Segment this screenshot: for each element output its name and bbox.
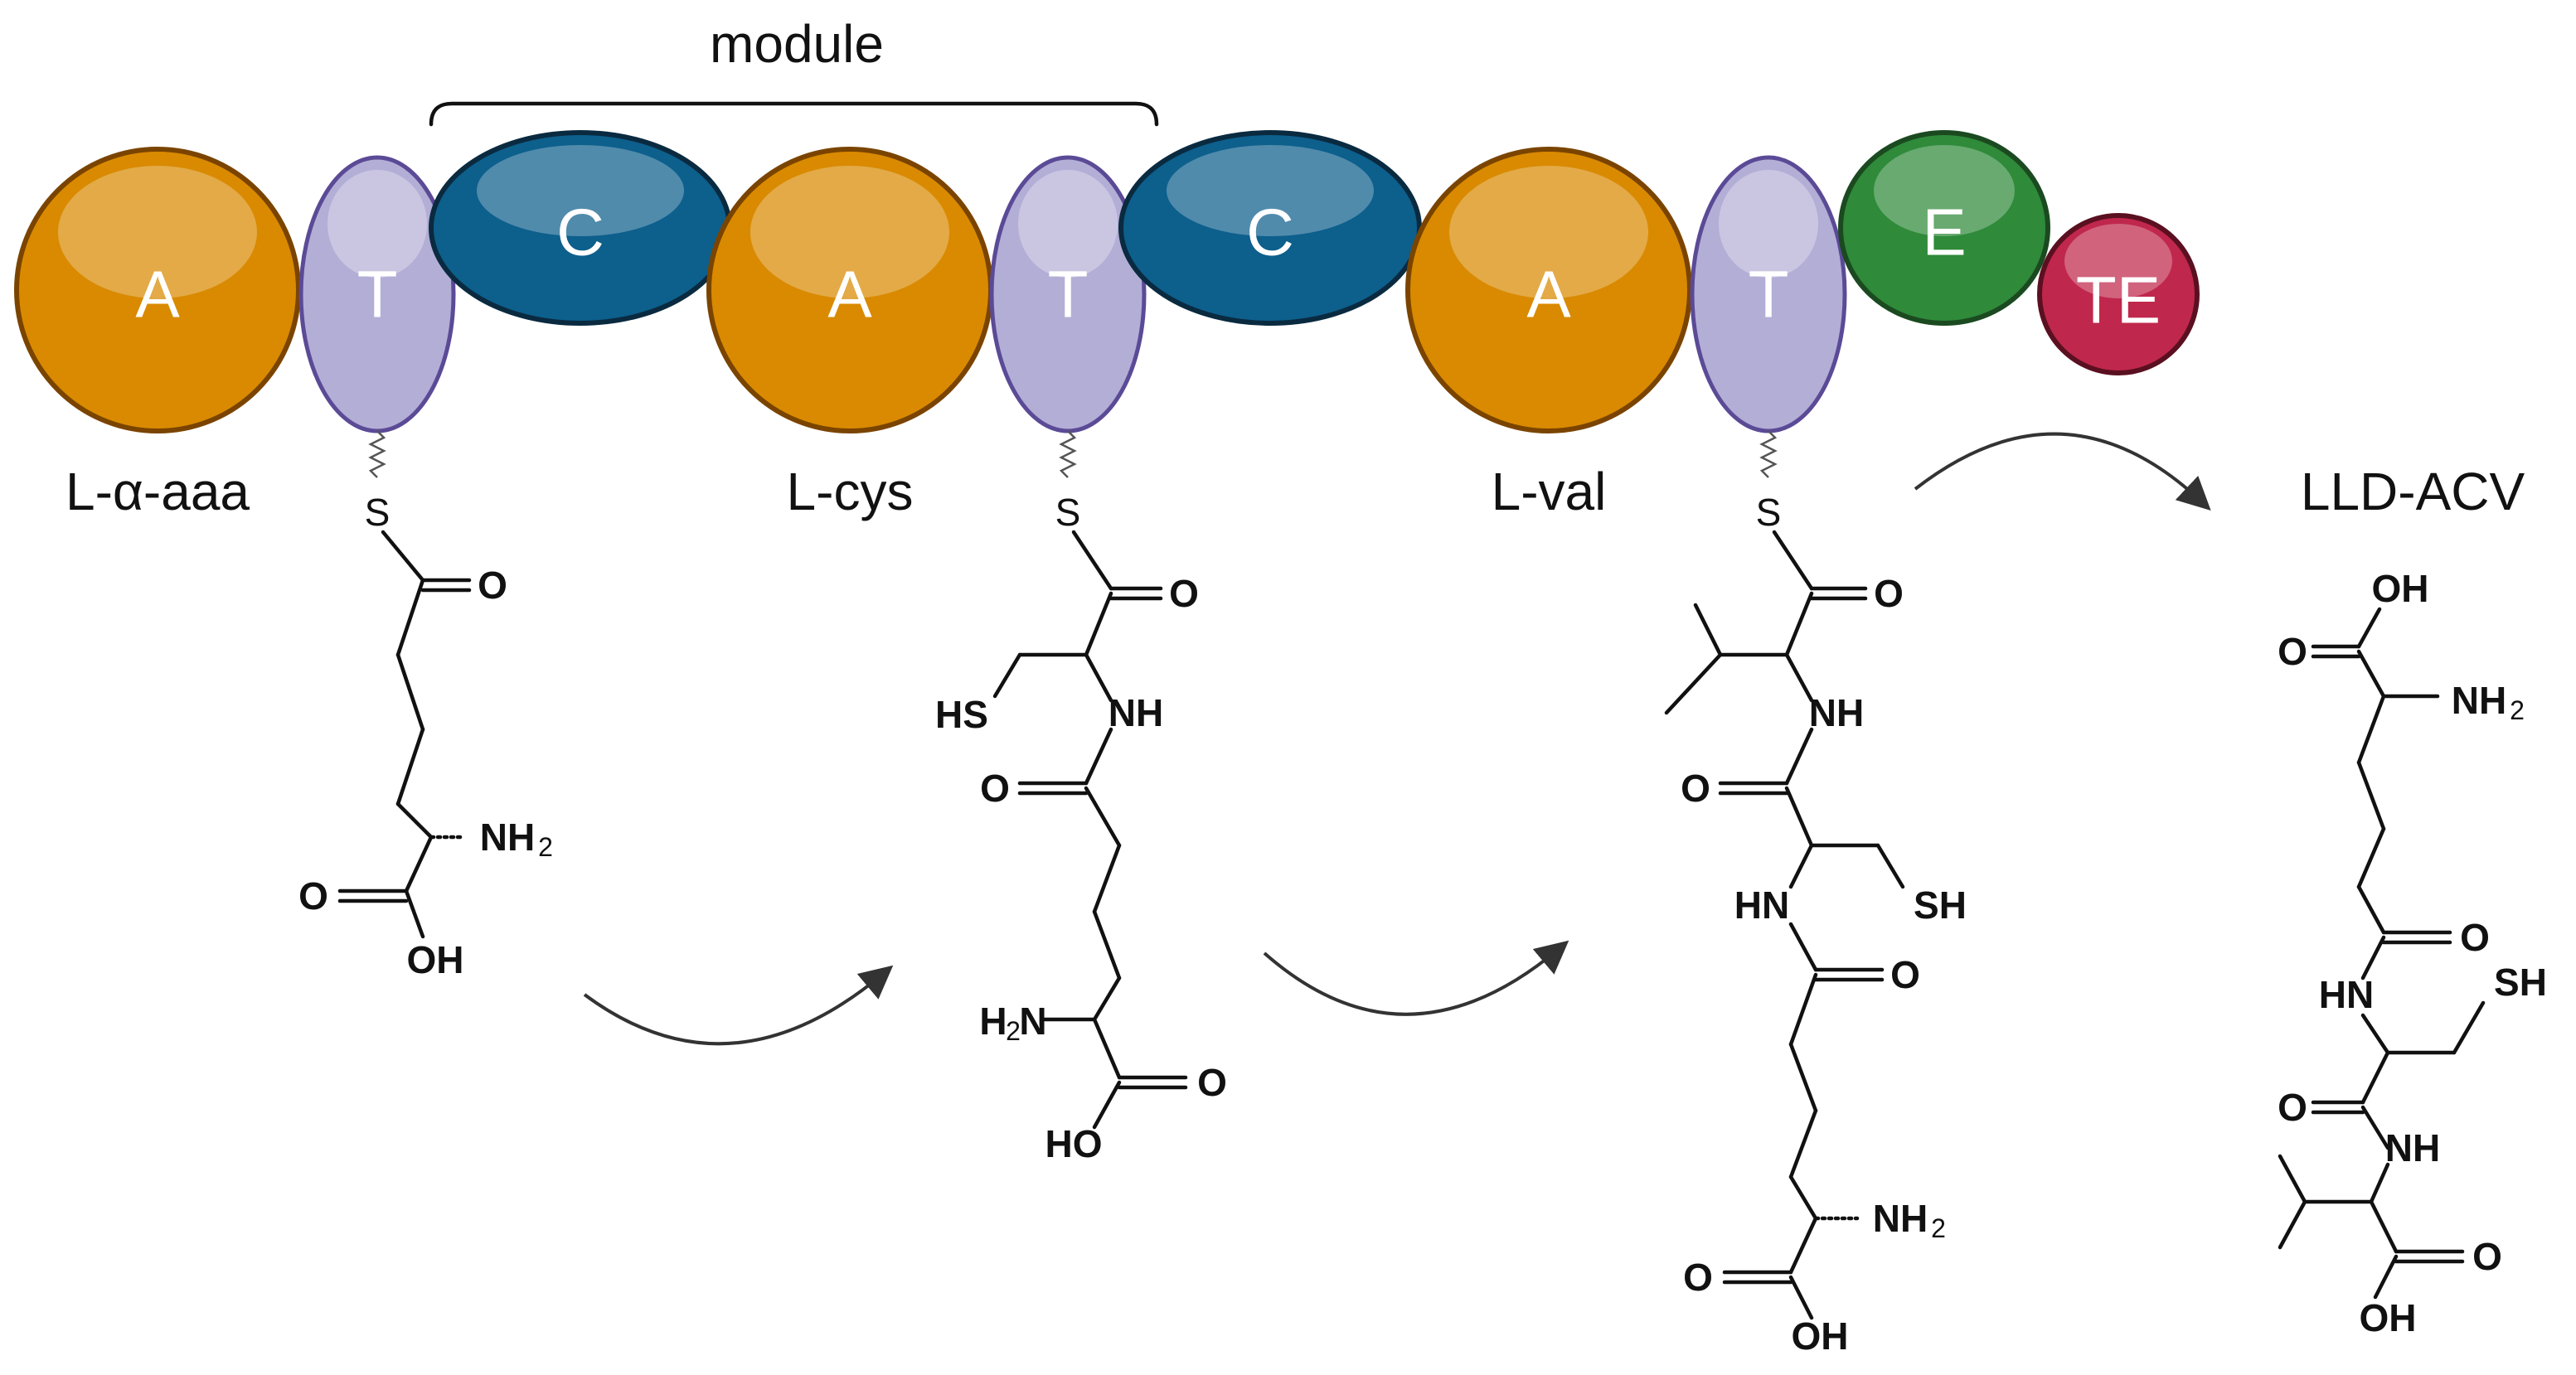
atom-oh: OH xyxy=(407,938,464,981)
substrate-label-aaa: L-α-aaa xyxy=(65,462,250,521)
atom-nh: NH xyxy=(1809,691,1864,734)
domain-adenylation-1: A xyxy=(14,147,301,433)
domain-adenylation-2: A xyxy=(706,147,993,433)
atom-o: O xyxy=(2278,1086,2307,1129)
arrow-step-2 xyxy=(1263,940,1569,1016)
atom-o: O xyxy=(1681,767,1710,810)
domain-label: E xyxy=(1922,196,1966,269)
svg-text:2: 2 xyxy=(1931,1213,1946,1243)
domain-thiolation-2: T xyxy=(989,155,1147,433)
domain-label: T xyxy=(1749,258,1789,332)
atom-nh2: NH xyxy=(2452,679,2506,722)
svg-text:N: N xyxy=(1019,1000,1046,1043)
atom-hs: HS xyxy=(935,693,988,736)
atom-nh: NH xyxy=(2385,1126,2440,1169)
substrate-label-val: L-val xyxy=(1492,462,1607,521)
product-label: LLD-ACV xyxy=(2301,462,2525,521)
structure-val-tripeptide: S O NH O SH HN O NH 2 O O xyxy=(1664,430,1967,1358)
atom-oh: OH xyxy=(2372,567,2429,610)
domain-thioesterase: TE xyxy=(2037,213,2200,375)
svg-text:2: 2 xyxy=(1006,1016,1021,1046)
domain-condensation-2: C xyxy=(1118,130,1422,326)
svg-text:2: 2 xyxy=(538,832,553,862)
atom-ho: HO xyxy=(1045,1122,1103,1165)
domain-label: T xyxy=(1048,258,1089,332)
domain-condensation-1: C xyxy=(429,130,732,326)
domain-label: A xyxy=(135,258,180,332)
domain-thiolation-1: T xyxy=(298,155,456,433)
svg-text:2: 2 xyxy=(2510,695,2525,725)
substrate-label-cys: L-cys xyxy=(787,462,914,521)
atom-h2n: H xyxy=(979,1000,1007,1043)
atom-nh2: NH xyxy=(480,816,535,859)
atom-o: O xyxy=(2278,630,2307,673)
atom-nh: NH xyxy=(1109,691,1163,734)
atom-sh: SH xyxy=(1914,884,1967,927)
domain-label: TE xyxy=(2076,264,2161,337)
arrow-release xyxy=(1914,432,2211,511)
atom-o: O xyxy=(1890,953,1920,996)
atom-nh2: NH xyxy=(1873,1197,1928,1240)
module-bracket xyxy=(429,101,1159,127)
atom-o: O xyxy=(1683,1256,1713,1299)
atom-sh: SH xyxy=(2494,961,2547,1004)
domain-label: A xyxy=(827,258,872,332)
domain-epimerization: E xyxy=(1838,130,2050,326)
domain-label: T xyxy=(357,258,398,332)
atom-oh: OH xyxy=(2360,1296,2417,1339)
atom-o: O xyxy=(478,564,507,607)
domain-label: C xyxy=(556,196,604,269)
atom-hn: HN xyxy=(1734,884,1789,927)
atom-o: O xyxy=(1197,1061,1227,1104)
structure-lld-acv: OH O NH 2 O HN SH O NH O xyxy=(2278,567,2547,1339)
domain-adenylation-3: A xyxy=(1405,147,1692,433)
atom-o: O xyxy=(298,874,328,917)
structure-cys-dipeptide: S O HS NH O H 2 N O HO xyxy=(935,430,1227,1165)
domain-label: A xyxy=(1526,258,1571,332)
atom-s: S xyxy=(1055,491,1081,534)
atom-s: S xyxy=(1756,491,1782,534)
arrow-step-1 xyxy=(583,965,894,1046)
atom-oh: OH xyxy=(1792,1314,1849,1358)
atom-o: O xyxy=(2460,916,2490,959)
module-label: module xyxy=(710,14,884,74)
atom-o: O xyxy=(980,767,1010,810)
atom-hn: HN xyxy=(2319,973,2374,1016)
atom-s: S xyxy=(365,491,391,534)
domain-label: C xyxy=(1246,196,1294,269)
atom-o: O xyxy=(2472,1235,2502,1278)
atom-o: O xyxy=(1169,572,1199,615)
domain-thiolation-3: T xyxy=(1690,155,1847,433)
structure-aaa-thioester: S O NH 2 O OH xyxy=(298,430,553,981)
atom-o: O xyxy=(1874,572,1904,615)
